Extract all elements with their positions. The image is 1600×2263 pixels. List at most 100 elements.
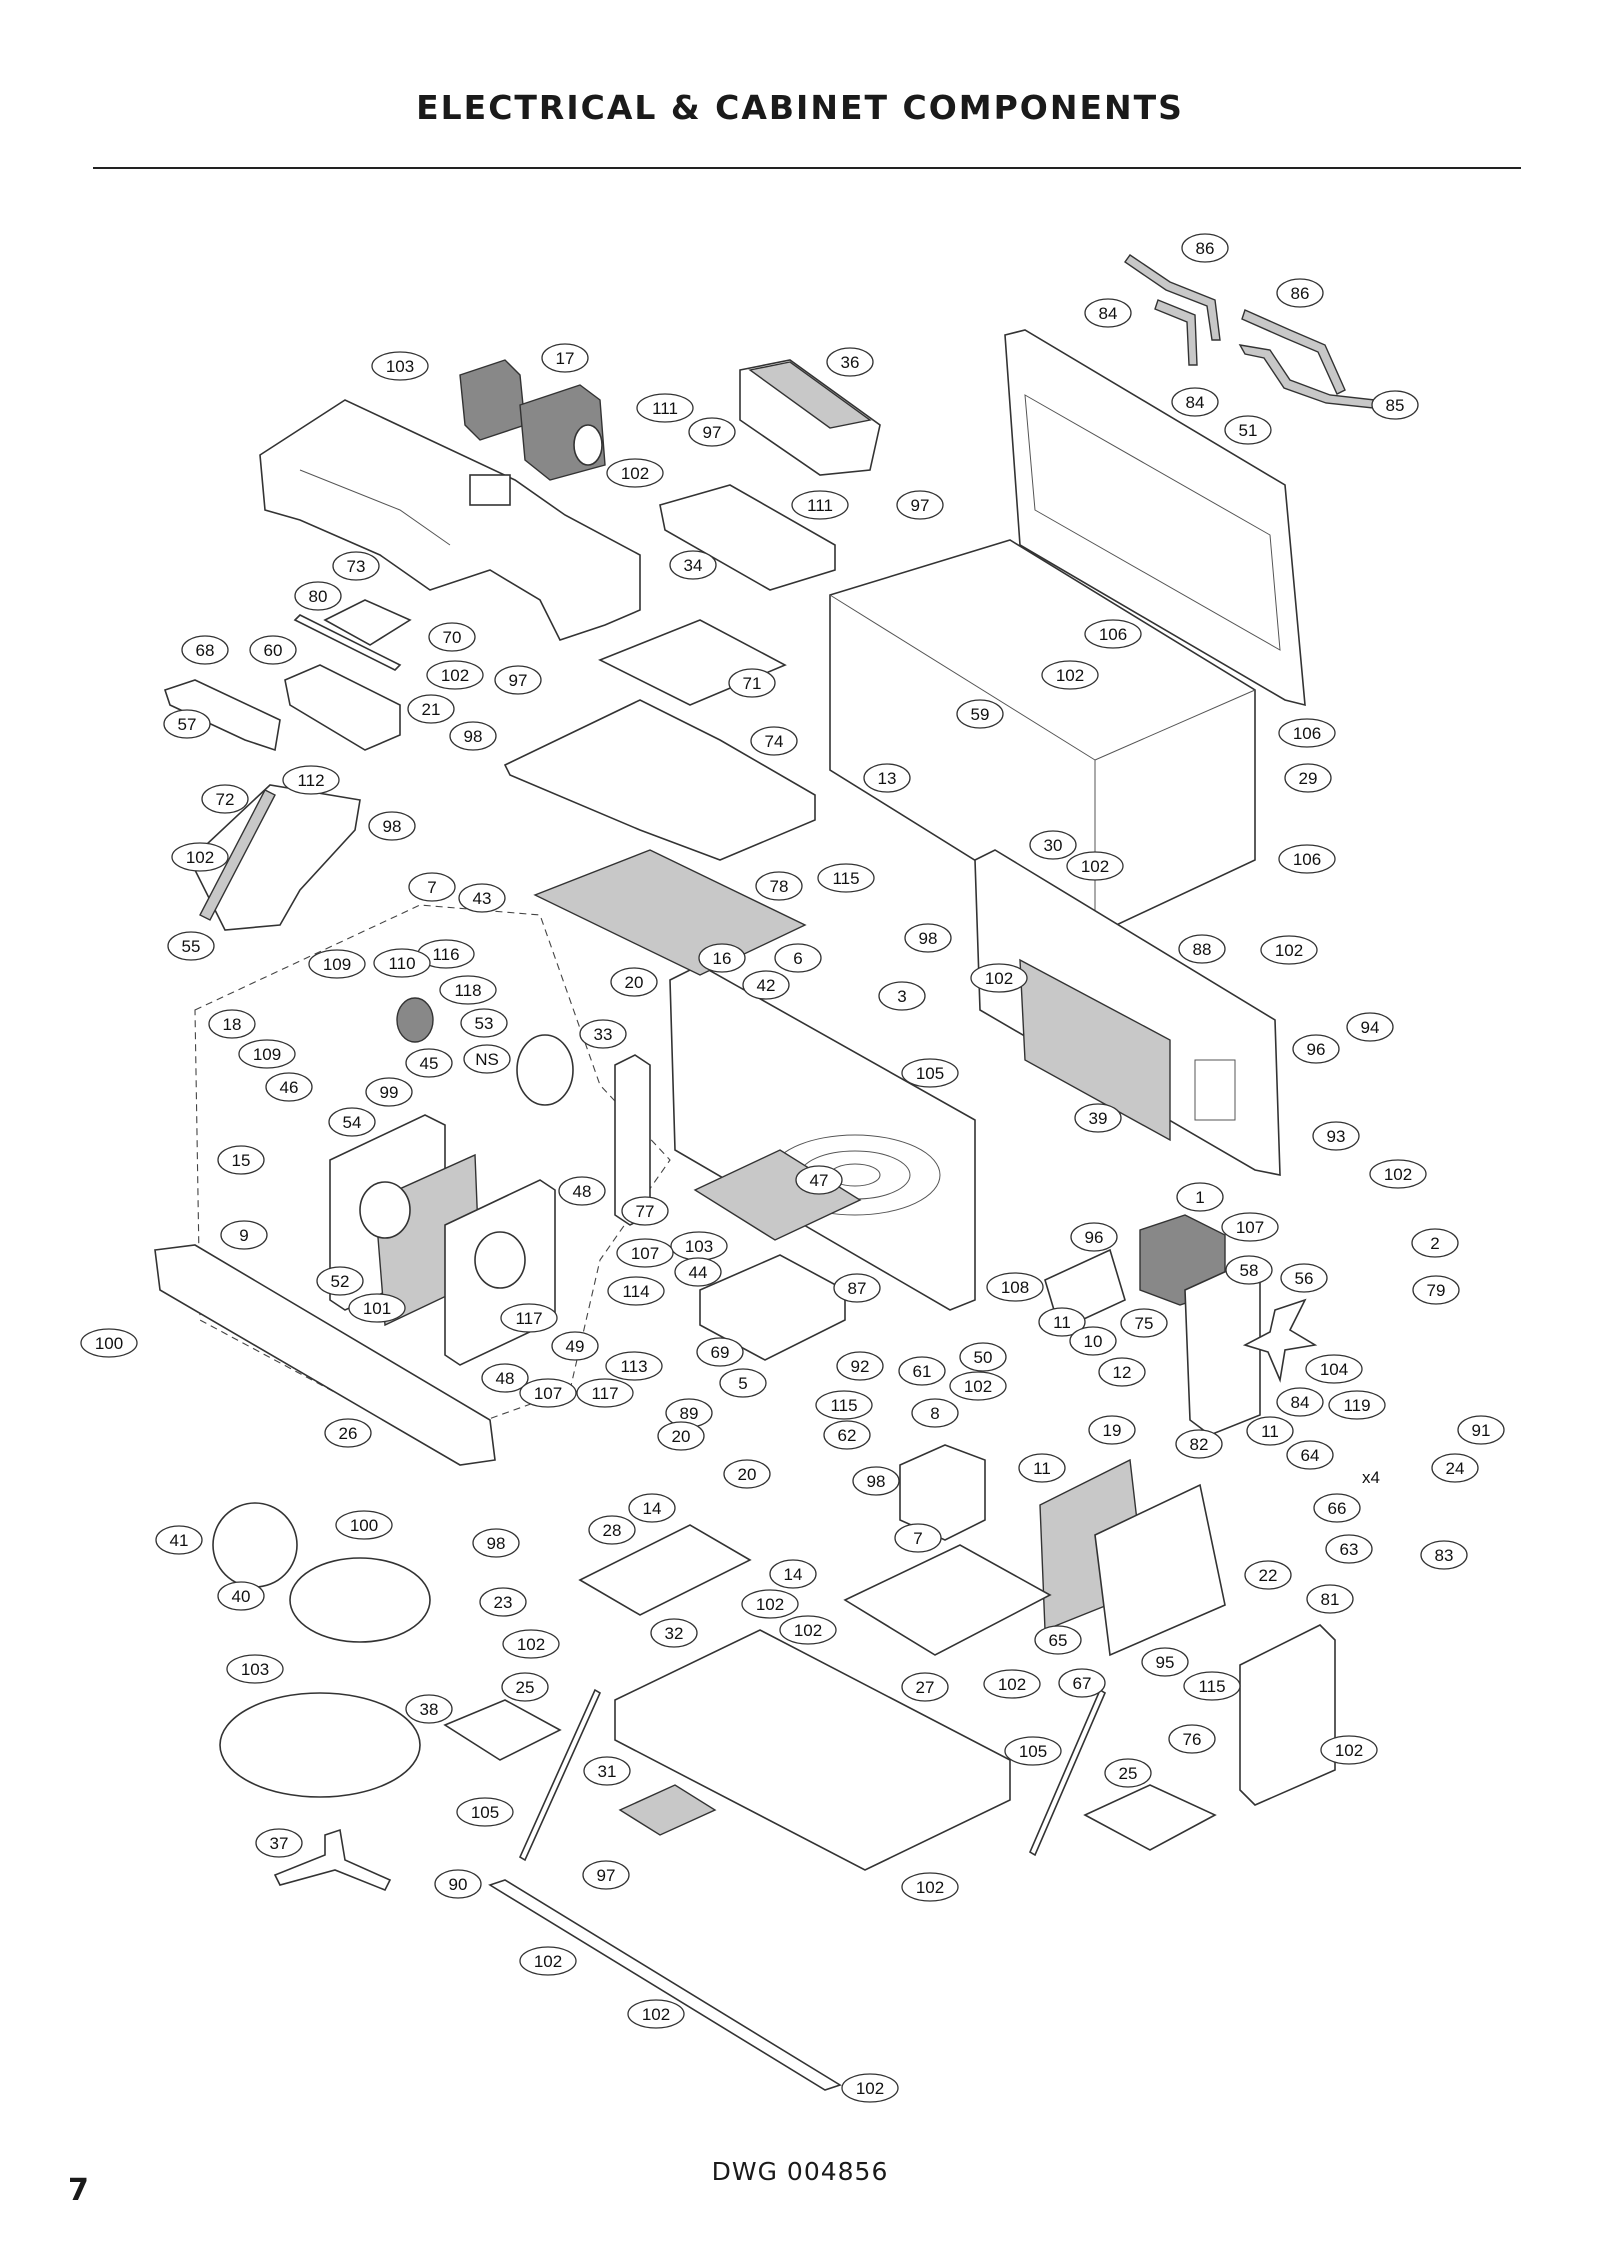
callout-bubble <box>1369 1159 1427 1189</box>
fan-motor <box>459 359 606 481</box>
callout-text: 112 <box>297 771 324 790</box>
callout-82: 82 <box>1175 1429 1223 1459</box>
callout-bubble <box>588 1515 636 1545</box>
callout-text: 89 <box>680 1404 699 1423</box>
callout-98: 98 <box>368 811 416 841</box>
callout-bubble <box>1292 1034 1340 1064</box>
callout-text: 54 <box>343 1113 362 1132</box>
callout-text: 30 <box>1044 836 1063 855</box>
callout-102: 102 <box>983 1669 1041 1699</box>
callout-text: 106 <box>1293 850 1321 869</box>
inner-front-panel <box>974 849 1281 1176</box>
callout-97: 97 <box>896 490 944 520</box>
callout-bubble <box>1183 1671 1241 1701</box>
callout-bubble <box>481 1363 529 1393</box>
callout-78: 78 <box>755 871 803 901</box>
callout-NS: NS <box>463 1044 511 1074</box>
callout-18: 18 <box>208 1009 256 1039</box>
callout-text: 88 <box>1193 940 1212 959</box>
callout-90: 90 <box>434 1869 482 1899</box>
callout-text: 7 <box>427 878 436 897</box>
callout-text: 11 <box>1053 1313 1071 1332</box>
callout-bubble <box>316 1266 364 1296</box>
callout-text: 97 <box>509 671 528 690</box>
callout-32: 32 <box>650 1618 698 1648</box>
drawing-number: DWG 004856 <box>711 2157 889 2186</box>
callout-11: 11 <box>1246 1416 1294 1446</box>
callout-102: 102 <box>1041 660 1099 690</box>
callout-53: 53 <box>460 1008 508 1038</box>
callout-bubble <box>181 635 229 665</box>
callout-bubble <box>238 1039 296 1069</box>
callout-bubble <box>1070 1222 1118 1252</box>
callout-66: 66 <box>1313 1493 1361 1523</box>
callout-2: 2 <box>1411 1228 1459 1258</box>
panel-95 <box>1094 1483 1226 1657</box>
callout-text: 70 <box>443 628 462 647</box>
callout-text: 15 <box>232 1151 251 1170</box>
callout-text: 39 <box>1089 1109 1108 1128</box>
small-bracket-70 <box>323 599 412 646</box>
callout-bubble <box>1246 1416 1294 1446</box>
callout-text: 118 <box>454 981 481 1000</box>
callout-bubble <box>217 1145 265 1175</box>
callout-bubble <box>791 490 849 520</box>
callout-text: 106 <box>1293 724 1321 743</box>
callout-text: 111 <box>652 399 678 418</box>
callout-117: 117 <box>576 1378 634 1408</box>
callout-84: 84 <box>1084 298 1132 328</box>
fan-blade-56 <box>1242 1298 1318 1383</box>
callout-text: 110 <box>388 954 415 973</box>
callout-bubble <box>583 1756 631 1786</box>
callout-bubble <box>852 1466 900 1496</box>
callout-text: 20 <box>672 1427 691 1446</box>
callout-106: 106 <box>1084 619 1142 649</box>
callout-bubble <box>1420 1540 1468 1570</box>
callout-95: 95 <box>1141 1647 1189 1677</box>
oven-cavity <box>669 964 976 1311</box>
callout-60: 60 <box>249 635 297 665</box>
callout-text: 78 <box>770 877 789 896</box>
callout-46: 46 <box>265 1072 313 1102</box>
callout-text: 52 <box>331 1272 350 1291</box>
parts-artwork <box>154 254 1376 2091</box>
callout-bubble <box>1411 1228 1459 1258</box>
callout-text: 43 <box>473 889 492 908</box>
callout-48: 48 <box>558 1176 606 1206</box>
callout-107: 107 <box>519 1378 577 1408</box>
callout-bubble <box>1038 1307 1086 1337</box>
callout-77: 77 <box>621 1196 669 1226</box>
callout-text: 102 <box>1335 1741 1363 1760</box>
callout-text: 53 <box>475 1014 494 1033</box>
callout-70: 70 <box>428 622 476 652</box>
callout-111: 111 <box>791 490 849 520</box>
callout-text: 83 <box>1435 1546 1454 1565</box>
callout-text: 48 <box>496 1369 515 1388</box>
callout-98: 98 <box>449 721 497 751</box>
callout-bubble <box>1175 1429 1223 1459</box>
callout-bubble <box>458 883 506 913</box>
callout-text: 102 <box>621 464 649 483</box>
callout-8: 8 <box>911 1398 959 1428</box>
callout-91: 91 <box>1457 1415 1505 1445</box>
callout-bubble <box>155 1525 203 1555</box>
callout-112: 112 <box>282 765 340 795</box>
callout-17: 17 <box>541 343 589 373</box>
callout-89: 89 <box>665 1398 713 1428</box>
roller-support-37 <box>273 1828 392 1892</box>
callout-bubble <box>426 660 484 690</box>
grease-filter-25b <box>1083 1784 1217 1851</box>
callout-119: 119 <box>1328 1390 1386 1420</box>
callout-bubble <box>817 863 875 893</box>
callout-3: 3 <box>878 981 926 1011</box>
callout-bubble <box>460 1008 508 1038</box>
callout-text: 14 <box>784 1565 803 1584</box>
callout-bubble <box>621 1196 669 1226</box>
callout-bubble <box>1084 619 1142 649</box>
callout-bubble <box>986 1272 1044 1302</box>
callout-text: 101 <box>363 1299 391 1318</box>
callout-bubble <box>901 1872 959 1902</box>
callout-text: 16 <box>713 949 732 968</box>
callout-bubble <box>501 1672 549 1702</box>
